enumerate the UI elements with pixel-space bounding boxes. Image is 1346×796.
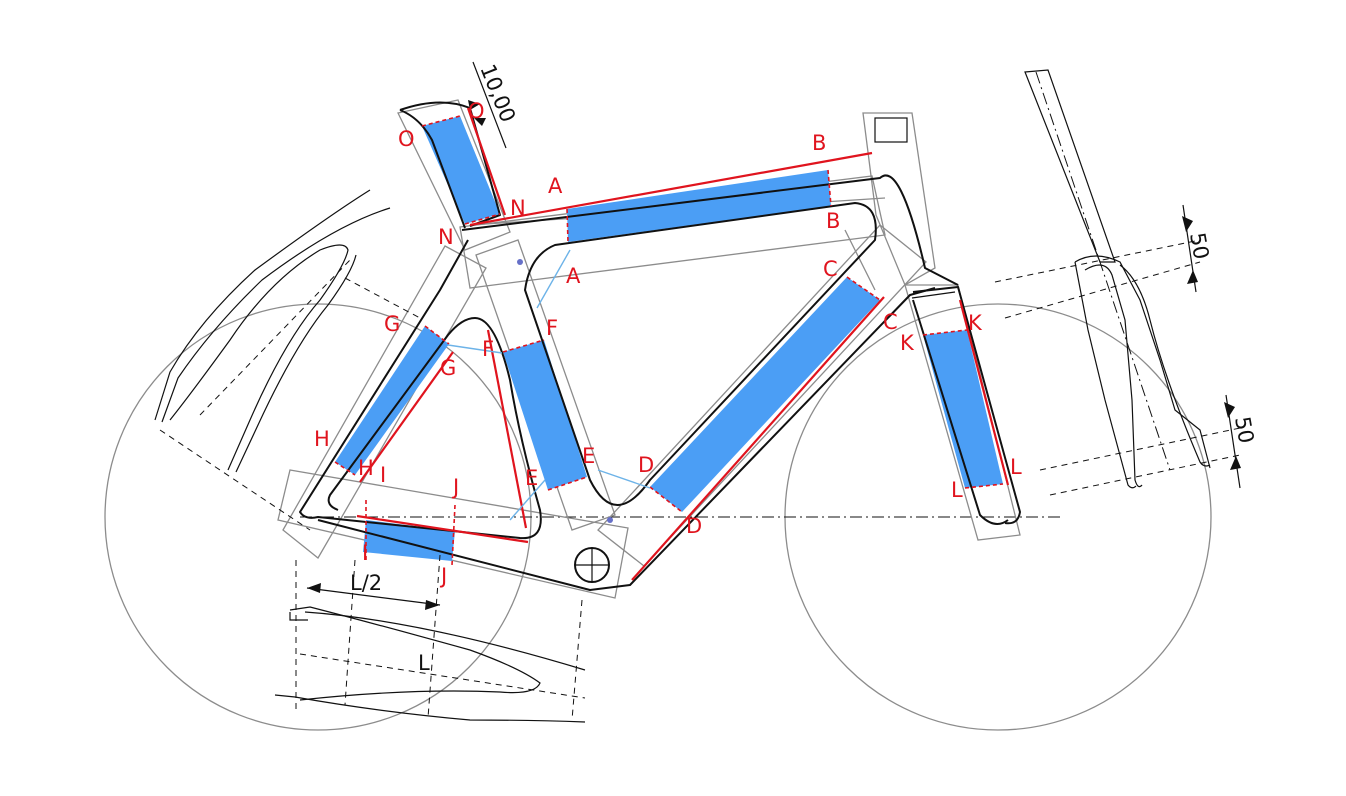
label-d-top: D bbox=[638, 453, 654, 477]
label-b-bottom: B bbox=[826, 209, 840, 233]
zone-seat-stay bbox=[335, 326, 449, 475]
label-k-right: K bbox=[968, 311, 983, 335]
tube-zones bbox=[335, 116, 1003, 561]
zone-seat-tube bbox=[503, 340, 587, 490]
label-l-right: L bbox=[1010, 455, 1022, 479]
label-i-bottom: I bbox=[362, 541, 368, 565]
chainstay-detail bbox=[274, 554, 586, 723]
label-n-right: N bbox=[510, 196, 526, 220]
label-n-left: N bbox=[438, 225, 454, 249]
label-o-left: O bbox=[398, 127, 415, 151]
rear-stay-detail bbox=[154, 189, 421, 531]
label-e-right: E bbox=[582, 444, 595, 468]
zone-down-tube bbox=[650, 277, 880, 512]
label-k-left: K bbox=[900, 331, 915, 355]
label-h-right: H bbox=[358, 456, 374, 480]
label-i-top: I bbox=[380, 463, 386, 487]
dim-fork-upper: 50 bbox=[1185, 231, 1213, 261]
top-offset-dimension bbox=[468, 61, 507, 149]
zone-seat-mast bbox=[422, 116, 500, 224]
label-b-top: B bbox=[812, 131, 826, 155]
label-g-right: G bbox=[440, 356, 456, 380]
zone-chain-stay bbox=[363, 520, 455, 561]
label-c-bottom: C bbox=[883, 310, 898, 334]
section-label-set: O O N N A A B B C C K K L L F F G G E E … bbox=[314, 99, 1022, 588]
label-j-bottom: J bbox=[439, 564, 447, 588]
label-c-top: C bbox=[823, 257, 838, 281]
label-f-right: F bbox=[546, 316, 558, 340]
zone-head-fork bbox=[923, 330, 1003, 488]
label-l-left: L bbox=[951, 478, 963, 502]
head-cap bbox=[874, 117, 908, 143]
dim-length: L bbox=[418, 651, 430, 675]
label-a-bottom: A bbox=[566, 264, 581, 288]
fork-detail bbox=[994, 69, 1241, 496]
section-lines bbox=[334, 107, 1010, 581]
label-h-left: H bbox=[314, 427, 330, 451]
label-f-left: F bbox=[482, 337, 494, 361]
helper-lines bbox=[447, 249, 651, 523]
label-g-left: G bbox=[384, 312, 400, 336]
label-j-top: J bbox=[451, 475, 459, 499]
label-o-right: O bbox=[468, 99, 485, 123]
dim-fork-lower: 50 bbox=[1230, 415, 1258, 445]
zone-top-tube bbox=[567, 170, 831, 242]
label-e-left: E bbox=[525, 466, 538, 490]
dim-half-length: L/2 bbox=[350, 571, 382, 595]
label-d-bottom: D bbox=[686, 514, 702, 538]
label-a-top: A bbox=[548, 174, 563, 198]
